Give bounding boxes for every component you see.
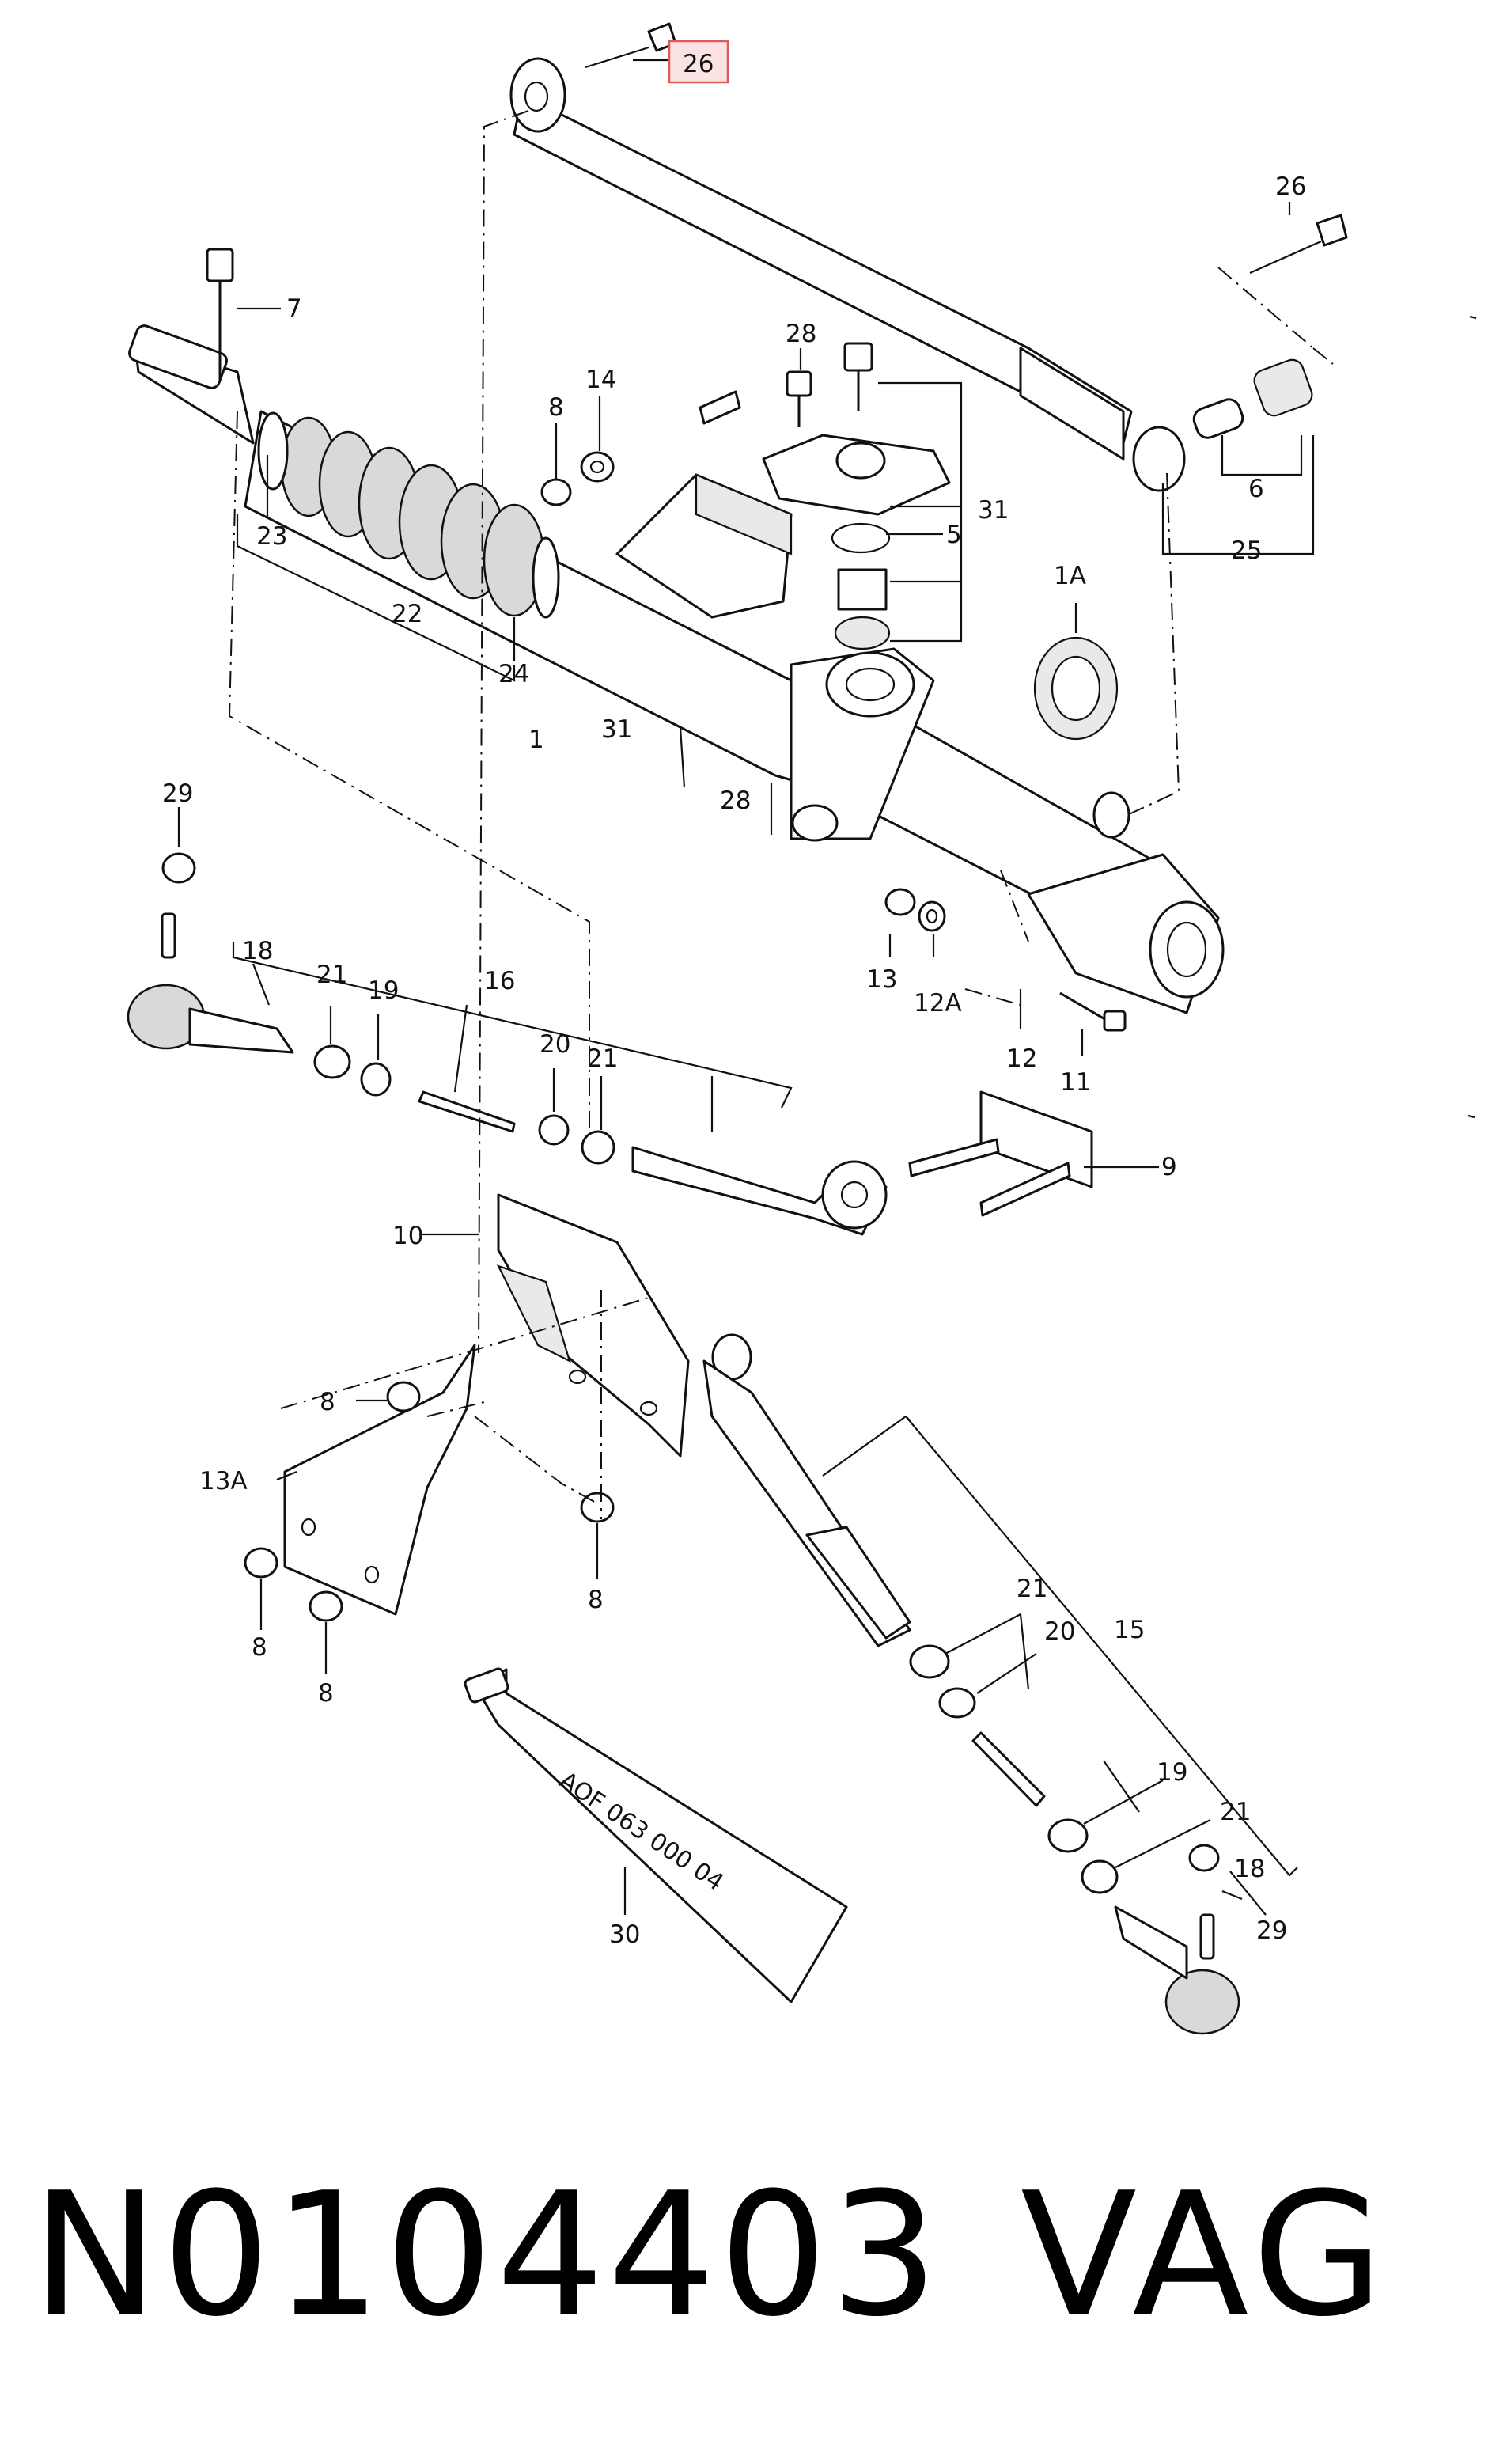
callout-21-a: 21 (316, 961, 347, 989)
callout-14: 14 (585, 366, 616, 394)
callout-1: 1 (528, 726, 544, 754)
callout-29-left: 29 (162, 779, 193, 808)
steering-damper (509, 57, 1186, 492)
callout-23: 23 (256, 522, 287, 551)
callout-24: 24 (498, 660, 529, 688)
callout-labels: 26 26 7 28 14 8 31 5 6 25 1A 23 22 24 1 … (162, 40, 1306, 1949)
bracket-13A (244, 1344, 615, 1622)
callout-25: 25 (1231, 536, 1262, 565)
callout-13A: 13A (199, 1467, 248, 1495)
callout-20-b: 20 (1044, 1617, 1075, 1646)
callout-19-b: 19 (1157, 1758, 1187, 1787)
callout-9: 9 (1161, 1153, 1177, 1181)
callout-12: 12 (1006, 1044, 1037, 1073)
callout-26-right: 26 (1275, 172, 1306, 201)
callout-6: 6 (1248, 475, 1264, 503)
callout-8-a: 8 (320, 1388, 335, 1416)
callout-18-left: 18 (242, 937, 273, 965)
callout-11: 11 (1060, 1068, 1091, 1097)
callout-15: 15 (1114, 1616, 1145, 1644)
callout-18-right: 18 (1234, 1855, 1265, 1883)
bracket-9 (908, 1090, 1093, 1217)
callout-7: 7 (286, 294, 302, 323)
exploded-parts-diagram: AOF 063 000 04 (127, 22, 1477, 2035)
callout-31-right: 31 (978, 496, 1009, 525)
steering-rack-housing (128, 324, 1225, 1014)
callout-28-mid: 28 (720, 787, 751, 815)
callout-29-right: 29 (1256, 1916, 1287, 1945)
grease-tube-30: AOF 063 000 04 (464, 1667, 848, 2003)
callout-28-top: 28 (786, 320, 816, 348)
steering-arm-10 (496, 1193, 690, 1458)
callout-10: 10 (392, 1222, 423, 1250)
callout-1A: 1A (1054, 562, 1086, 590)
valve-cover-set (762, 434, 1119, 741)
tie-rod-end-left (127, 852, 294, 1054)
callout-8-b: 8 (252, 1633, 267, 1662)
highlight-box-26[interactable] (668, 40, 729, 84)
callout-13: 13 (866, 965, 897, 994)
callout-21-b: 21 (587, 1044, 618, 1073)
callout-30: 30 (609, 1920, 640, 1949)
callout-8-top: 8 (548, 393, 564, 422)
tie-rod-right (702, 1333, 1119, 1894)
callout-26-highlighted[interactable]: 26 (683, 50, 714, 78)
callout-8-d: 8 (588, 1586, 604, 1614)
nuts-washers-top (540, 390, 1130, 932)
callout-22: 22 (392, 600, 422, 628)
callout-16: 16 (484, 967, 515, 995)
callout-21-c: 21 (1017, 1575, 1047, 1603)
callout-5: 5 (946, 521, 962, 549)
part-number: N0104403 (32, 2155, 942, 2354)
callout-31-mid: 31 (601, 715, 632, 744)
edge-marks (1467, 315, 1477, 1119)
callout-20-a: 20 (540, 1030, 570, 1059)
rack-boot (257, 411, 560, 619)
damper-bushes (1192, 358, 1313, 439)
footer: N0104403 VAG (0, 2136, 1492, 2374)
center-lines (228, 110, 1334, 1519)
leader-lines (177, 59, 1315, 1916)
tie-rod-end-right (1114, 1844, 1240, 2035)
callout-12A: 12A (914, 989, 962, 1018)
callout-8-c: 8 (318, 1679, 334, 1708)
tie-rod-left-parts (313, 1044, 888, 1236)
brand-name: VAG (1021, 2155, 1391, 2354)
callout-19-a: 19 (368, 976, 399, 1005)
callout-21-d: 21 (1220, 1798, 1251, 1826)
